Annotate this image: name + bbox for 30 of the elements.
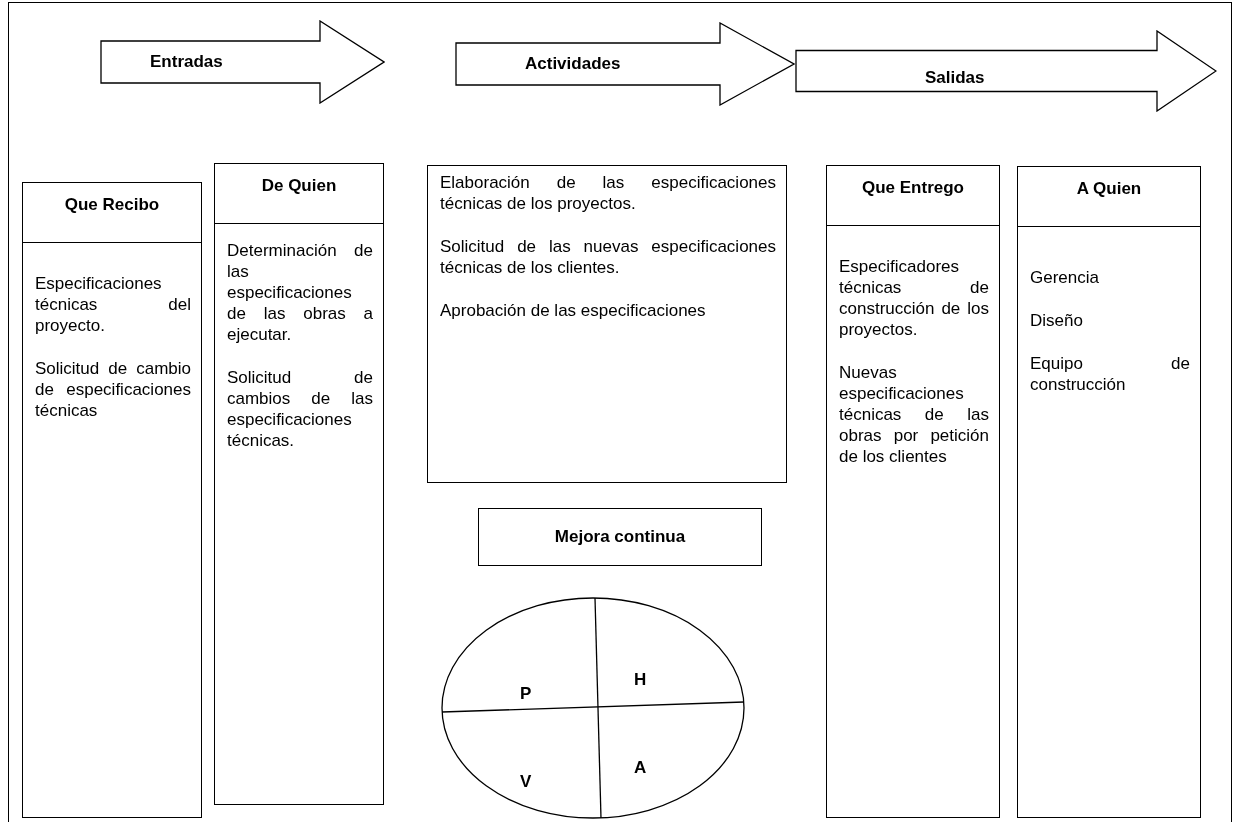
column-text: Equipo de construcción [1030,353,1190,395]
column-text: Determinación de las especificaciones de las obras a ejecutar. [227,240,373,345]
activity-panel [427,165,787,483]
column-header: Que Recibo [23,183,201,243]
box-title: Mejora continua [554,527,686,547]
title-box [478,508,762,566]
activity-text: Elaboración de las especificaciones técnicas de los proyectos. [440,172,776,214]
column-text: Solicitud de cambios de las especificaciones técnicas. [227,367,373,451]
column-panel [826,165,1000,818]
cycle-letter: P [520,684,532,704]
column-text: Solicitud de cambio de especificaciones técnicas [35,358,191,421]
arrow-label: Actividades [525,54,621,74]
column-header: De Quien [215,164,383,224]
column-panel [1017,166,1201,818]
arrow-label: Salidas [925,68,985,88]
cycle-letter: V [520,772,532,792]
arrow-label: Entradas [150,52,223,72]
cycle-letter: A [634,758,647,778]
column-header: Que Entrego [827,166,999,226]
column-text: Gerencia [1030,267,1100,288]
cycle-letter: H [634,670,647,690]
column-text: Especificadores técnicas de construcción de los proyectos. [839,256,989,340]
column-text: Diseño [1030,310,1084,331]
column-text: Especificaciones técnicas del proyecto. [35,273,191,336]
column-panel [214,163,384,805]
activity-text: Aprobación de las especificaciones [440,300,707,321]
column-header: A Quien [1018,167,1200,227]
activity-text: Solicitud de las nuevas especificaciones técnicas de los clientes. [440,236,776,278]
column-text: Nuevas especificaciones técnicas de las obras por petición de los clientes [839,362,989,467]
column-panel [22,182,202,818]
